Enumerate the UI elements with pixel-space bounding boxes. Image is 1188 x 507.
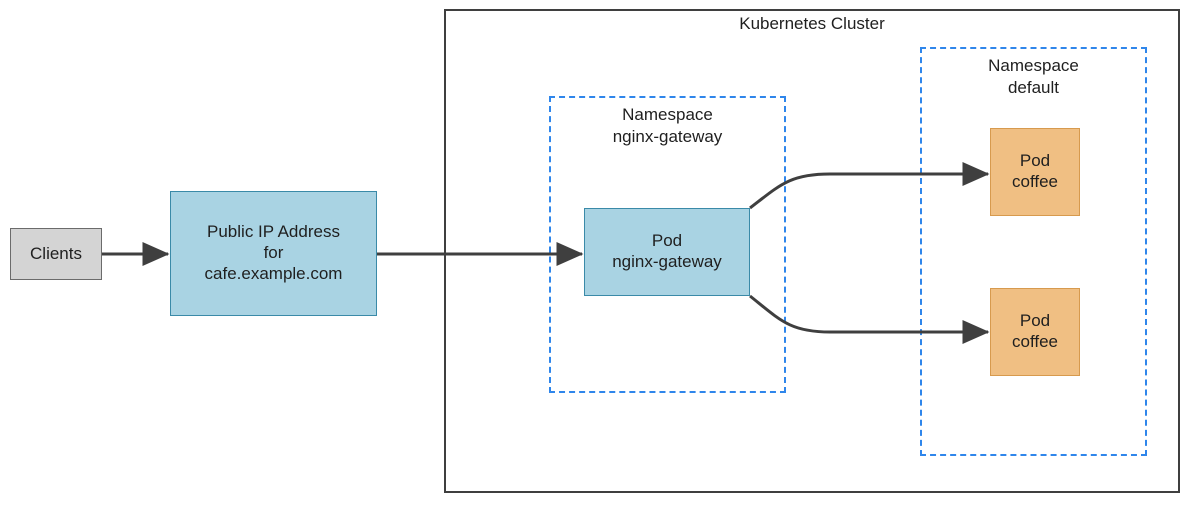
namespace-nginx-gateway-label: Namespace nginx-gateway xyxy=(612,105,723,147)
clients-node: Clients xyxy=(10,228,102,280)
public-ip-address-node: Public IP Address for cafe.example.com xyxy=(170,191,377,316)
kubernetes-cluster-label: Kubernetes Cluster xyxy=(739,14,885,33)
pod-coffee-bottom-node: Pod coffee xyxy=(990,288,1080,376)
namespace-default-container xyxy=(920,47,1147,456)
pod-nginx-gateway-node: Pod nginx-gateway xyxy=(584,208,750,296)
namespace-nginx-gateway-container xyxy=(549,96,786,393)
namespace-default-label: Namespace default xyxy=(988,56,1079,98)
pod-coffee-top-node: Pod coffee xyxy=(990,128,1080,216)
